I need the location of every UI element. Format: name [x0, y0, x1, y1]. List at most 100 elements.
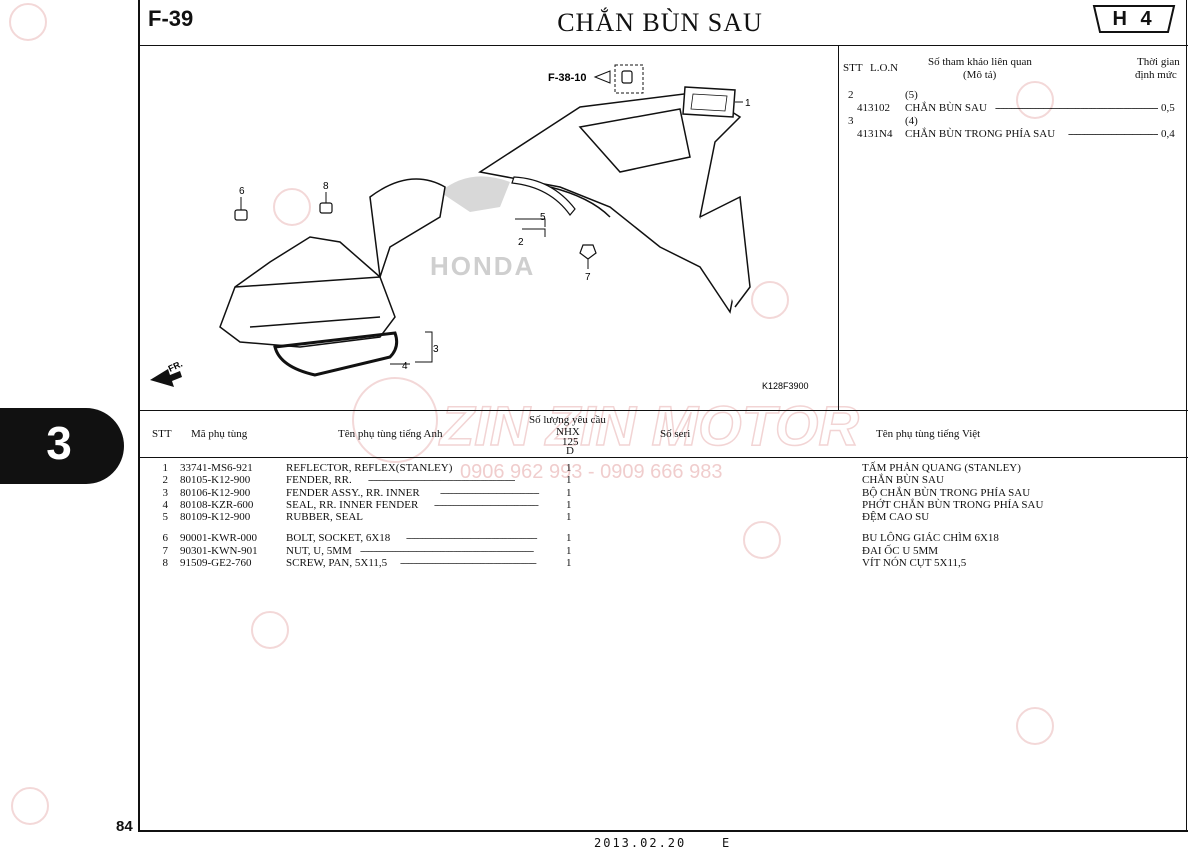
callout-4: 4	[402, 361, 408, 372]
row-part-no: 80106-K12-900	[180, 487, 251, 499]
ref-row-ref: (5)	[905, 89, 918, 101]
row-stt: 6	[162, 532, 169, 544]
row-stt: 3	[162, 487, 169, 499]
ref-row-time: 0,4	[1161, 128, 1175, 140]
row-part-no: 80108-KZR-600	[180, 499, 254, 511]
ref-row-leader: ----------------------------------------…	[995, 102, 1158, 114]
diagram-table-divider	[138, 410, 1188, 411]
row-qty: 1	[566, 499, 572, 511]
callout-7: 7	[585, 272, 591, 283]
ref-row-name: CHẮN BÙN TRONG PHÍA SAU	[905, 128, 1056, 140]
row-part-no: 90001-KWR-000	[180, 532, 257, 544]
ref-row-time: 0,5	[1161, 102, 1175, 114]
callout-5: 5	[540, 212, 546, 223]
ref-row-ref: (4)	[905, 115, 918, 127]
row-qty: 1	[566, 532, 572, 544]
row-name-vn: CHẮN BÙN SAU	[862, 474, 944, 486]
ref-bolt-icon	[621, 70, 633, 84]
chapter-tab: 3	[0, 408, 124, 484]
row-qty: 1	[566, 462, 572, 474]
row-part-no: 80105-K12-900	[180, 474, 251, 486]
ref-label: F-38-10	[548, 72, 587, 84]
parts-header-qty-4: D	[566, 445, 574, 457]
row-stt: 2	[162, 474, 169, 486]
ref-header-desc-1: Số tham khảo liên quan	[928, 56, 1032, 68]
row-name-vn: PHỚT CHẮN BÙN TRONG PHÍA SAU	[862, 499, 1044, 511]
row-name-en: RUBBER, SEAL	[286, 511, 364, 523]
ref-header-lon: L.O.N	[870, 62, 899, 74]
row-name-en: SEAL, RR. INNER FENDER	[286, 499, 419, 511]
ref-row-name: CHẮN BÙN SAU	[905, 102, 987, 114]
callout-8: 8	[323, 181, 329, 192]
front-arrow-icon: FR.	[150, 359, 184, 387]
ref-bolt-box	[614, 64, 644, 94]
row-qty: 1	[566, 545, 572, 557]
section-code: F-39	[148, 6, 194, 31]
pan-screw-icon	[319, 202, 333, 214]
row-stt: 4	[162, 499, 169, 511]
table-row: 4 80108-KZR-600 SEAL, RR. INNER FENDER -…	[138, 499, 1188, 512]
ref-header-time-2: định mức	[1135, 69, 1177, 81]
row-name-en: BOLT, SOCKET, 6X18	[286, 532, 391, 544]
row-stt: 8	[162, 557, 169, 569]
ref-row-code: 4131N4	[857, 128, 893, 140]
row-name-vn: ĐAI ỐC U 5MM	[862, 545, 939, 557]
page-frame	[138, 0, 1188, 832]
parts-header-name-vn: Tên phụ tùng tiếng Việt	[876, 428, 981, 440]
ref-header-time-1: Thời gian	[1137, 56, 1180, 68]
row-name-en: SCREW, PAN, 5X11,5	[286, 557, 388, 569]
table-row: 5 80109-K12-900 RUBBER, SEAL 1 ĐỆM CAO S…	[138, 511, 1188, 524]
callout-3: 3	[433, 344, 439, 355]
ref-row-code: 413102	[857, 102, 890, 114]
callout-1: 1	[745, 98, 751, 109]
row-qty: 1	[566, 511, 572, 523]
exploded-diagram: HONDA 6 8 7	[150, 64, 809, 391]
parts-header-part-no: Mã phụ tùng	[191, 428, 248, 440]
table-row: 1 33741-MS6-921 REFLECTOR, REFLEX(STANLE…	[138, 462, 1188, 475]
row-stt: 5	[162, 511, 169, 523]
row-name-en: REFLECTOR, REFLEX(STANLEY)	[286, 462, 453, 474]
table-row: 8 91509-GE2-760 SCREW, PAN, 5X11,5 -----…	[138, 557, 1188, 570]
row-stt: 1	[162, 462, 169, 474]
row-qty: 1	[566, 487, 572, 499]
row-qty: 1	[566, 474, 572, 486]
socket-bolt-icon	[234, 209, 248, 221]
ref-header-desc-2: (Mô tả)	[963, 69, 997, 81]
page-title: CHẮN BÙN SAU	[557, 8, 763, 37]
callout-2: 2	[518, 237, 524, 248]
ref-row-stt: 2	[848, 89, 854, 101]
group-badge-label: H 4	[1112, 8, 1156, 30]
row-name-vn: TẤM PHẢN QUANG (STANLEY)	[862, 462, 1021, 474]
footer-edition: E	[722, 836, 730, 850]
row-part-no: 33741-MS6-921	[180, 462, 253, 474]
frame-right-border	[1186, 0, 1187, 832]
group-badge: H 4	[1092, 4, 1176, 34]
parts-header-qty-2: NHX	[556, 426, 580, 438]
row-name-vn: BU LÔNG GIÁC CHÌM 6X18	[862, 532, 999, 544]
table-row: 2 80105-K12-900 FENDER, RR. ------------…	[138, 474, 1188, 487]
ref-header-stt: STT	[843, 62, 863, 74]
row-part-no: 90301-KWN-901	[180, 545, 258, 557]
brand-text: HONDA	[430, 251, 535, 281]
rear-fender-part	[478, 91, 751, 314]
page-number: 84	[116, 818, 133, 835]
fr-label: FR.	[167, 359, 184, 374]
row-name-vn: VÍT NÓN CỤT 5X11,5	[862, 557, 967, 569]
diagram-code: K128F3900	[762, 381, 809, 391]
header-divider	[138, 45, 1188, 46]
table-row: 3 80106-K12-900 FENDER ASSY., RR. INNER …	[138, 487, 1188, 500]
callout-6: 6	[239, 186, 245, 197]
rubber-seal-part	[511, 176, 576, 216]
honda-logo-icon: HONDA	[430, 176, 535, 281]
reference-panel-divider	[838, 45, 839, 410]
badge-frame-icon	[1092, 5, 1176, 33]
row-name-en: NUT, U, 5MM	[286, 545, 352, 557]
ref-row-stt: 3	[848, 115, 854, 127]
table-row: 6 90001-KWR-000 BOLT, SOCKET, 6X18 -----…	[138, 532, 1188, 545]
parts-header-qty-3: 125	[562, 436, 579, 448]
parts-table-header-rule	[138, 457, 1188, 458]
u-nut-icon	[579, 244, 597, 260]
row-qty: 1	[566, 557, 572, 569]
parts-header-name-en: Tên phụ tùng tiếng Anh	[338, 428, 443, 440]
row-name-vn: BỘ CHẮN BÙN TRONG PHÍA SAU	[862, 487, 1031, 499]
